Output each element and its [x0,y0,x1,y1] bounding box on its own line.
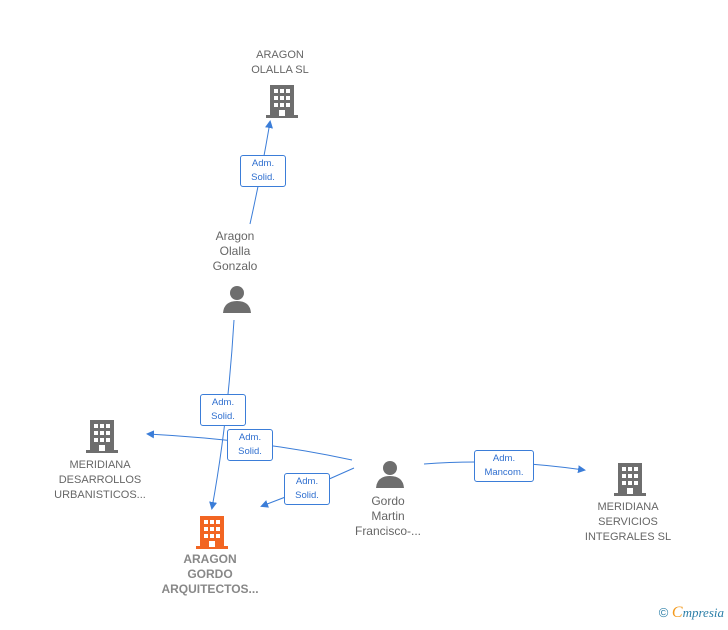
building-icon [86,420,118,453]
node-label-gordo-martin-francisco[interactable]: Gordo Martin Francisco-... [354,494,421,538]
person-icon [223,286,251,313]
edge-label-adm-solid[interactable]: Adm. Solid. [284,473,330,505]
node-label-aragon-gordo-arquitectos[interactable]: ARAGON GORDO ARQUITECTOS... [161,552,259,596]
edge-label-adm-solid[interactable]: Adm. Solid. [240,155,286,187]
building-icon [196,516,228,549]
edge-label-adm-solid[interactable]: Adm. Solid. [227,429,273,461]
brand-initial: C [671,604,683,621]
edge-label-adm-solid[interactable]: Adm. Solid. [200,394,246,426]
copyright-symbol: © [658,605,669,620]
empresia-logo: © Cmpresia [659,604,724,622]
node-label-meridiana-desarrollos[interactable]: MERIDIANA DESARROLLOS URBANISTICOS... [54,459,146,501]
building-icon [614,463,646,496]
person-icon [376,461,404,488]
building-icon [266,85,298,118]
edge-label-adm-mancom[interactable]: Adm. Mancom. [474,450,534,482]
node-label-meridiana-servicios[interactable]: MERIDIANA SERVICIOS INTEGRALES SL [584,501,672,543]
node-label-aragon-olalla-sl[interactable]: ARAGON OLALLA SL [251,49,309,76]
brand-name: mpresia [682,605,724,620]
node-label-aragon-olalla-gonzalo[interactable]: Aragon Olalla Gonzalo [212,229,258,273]
